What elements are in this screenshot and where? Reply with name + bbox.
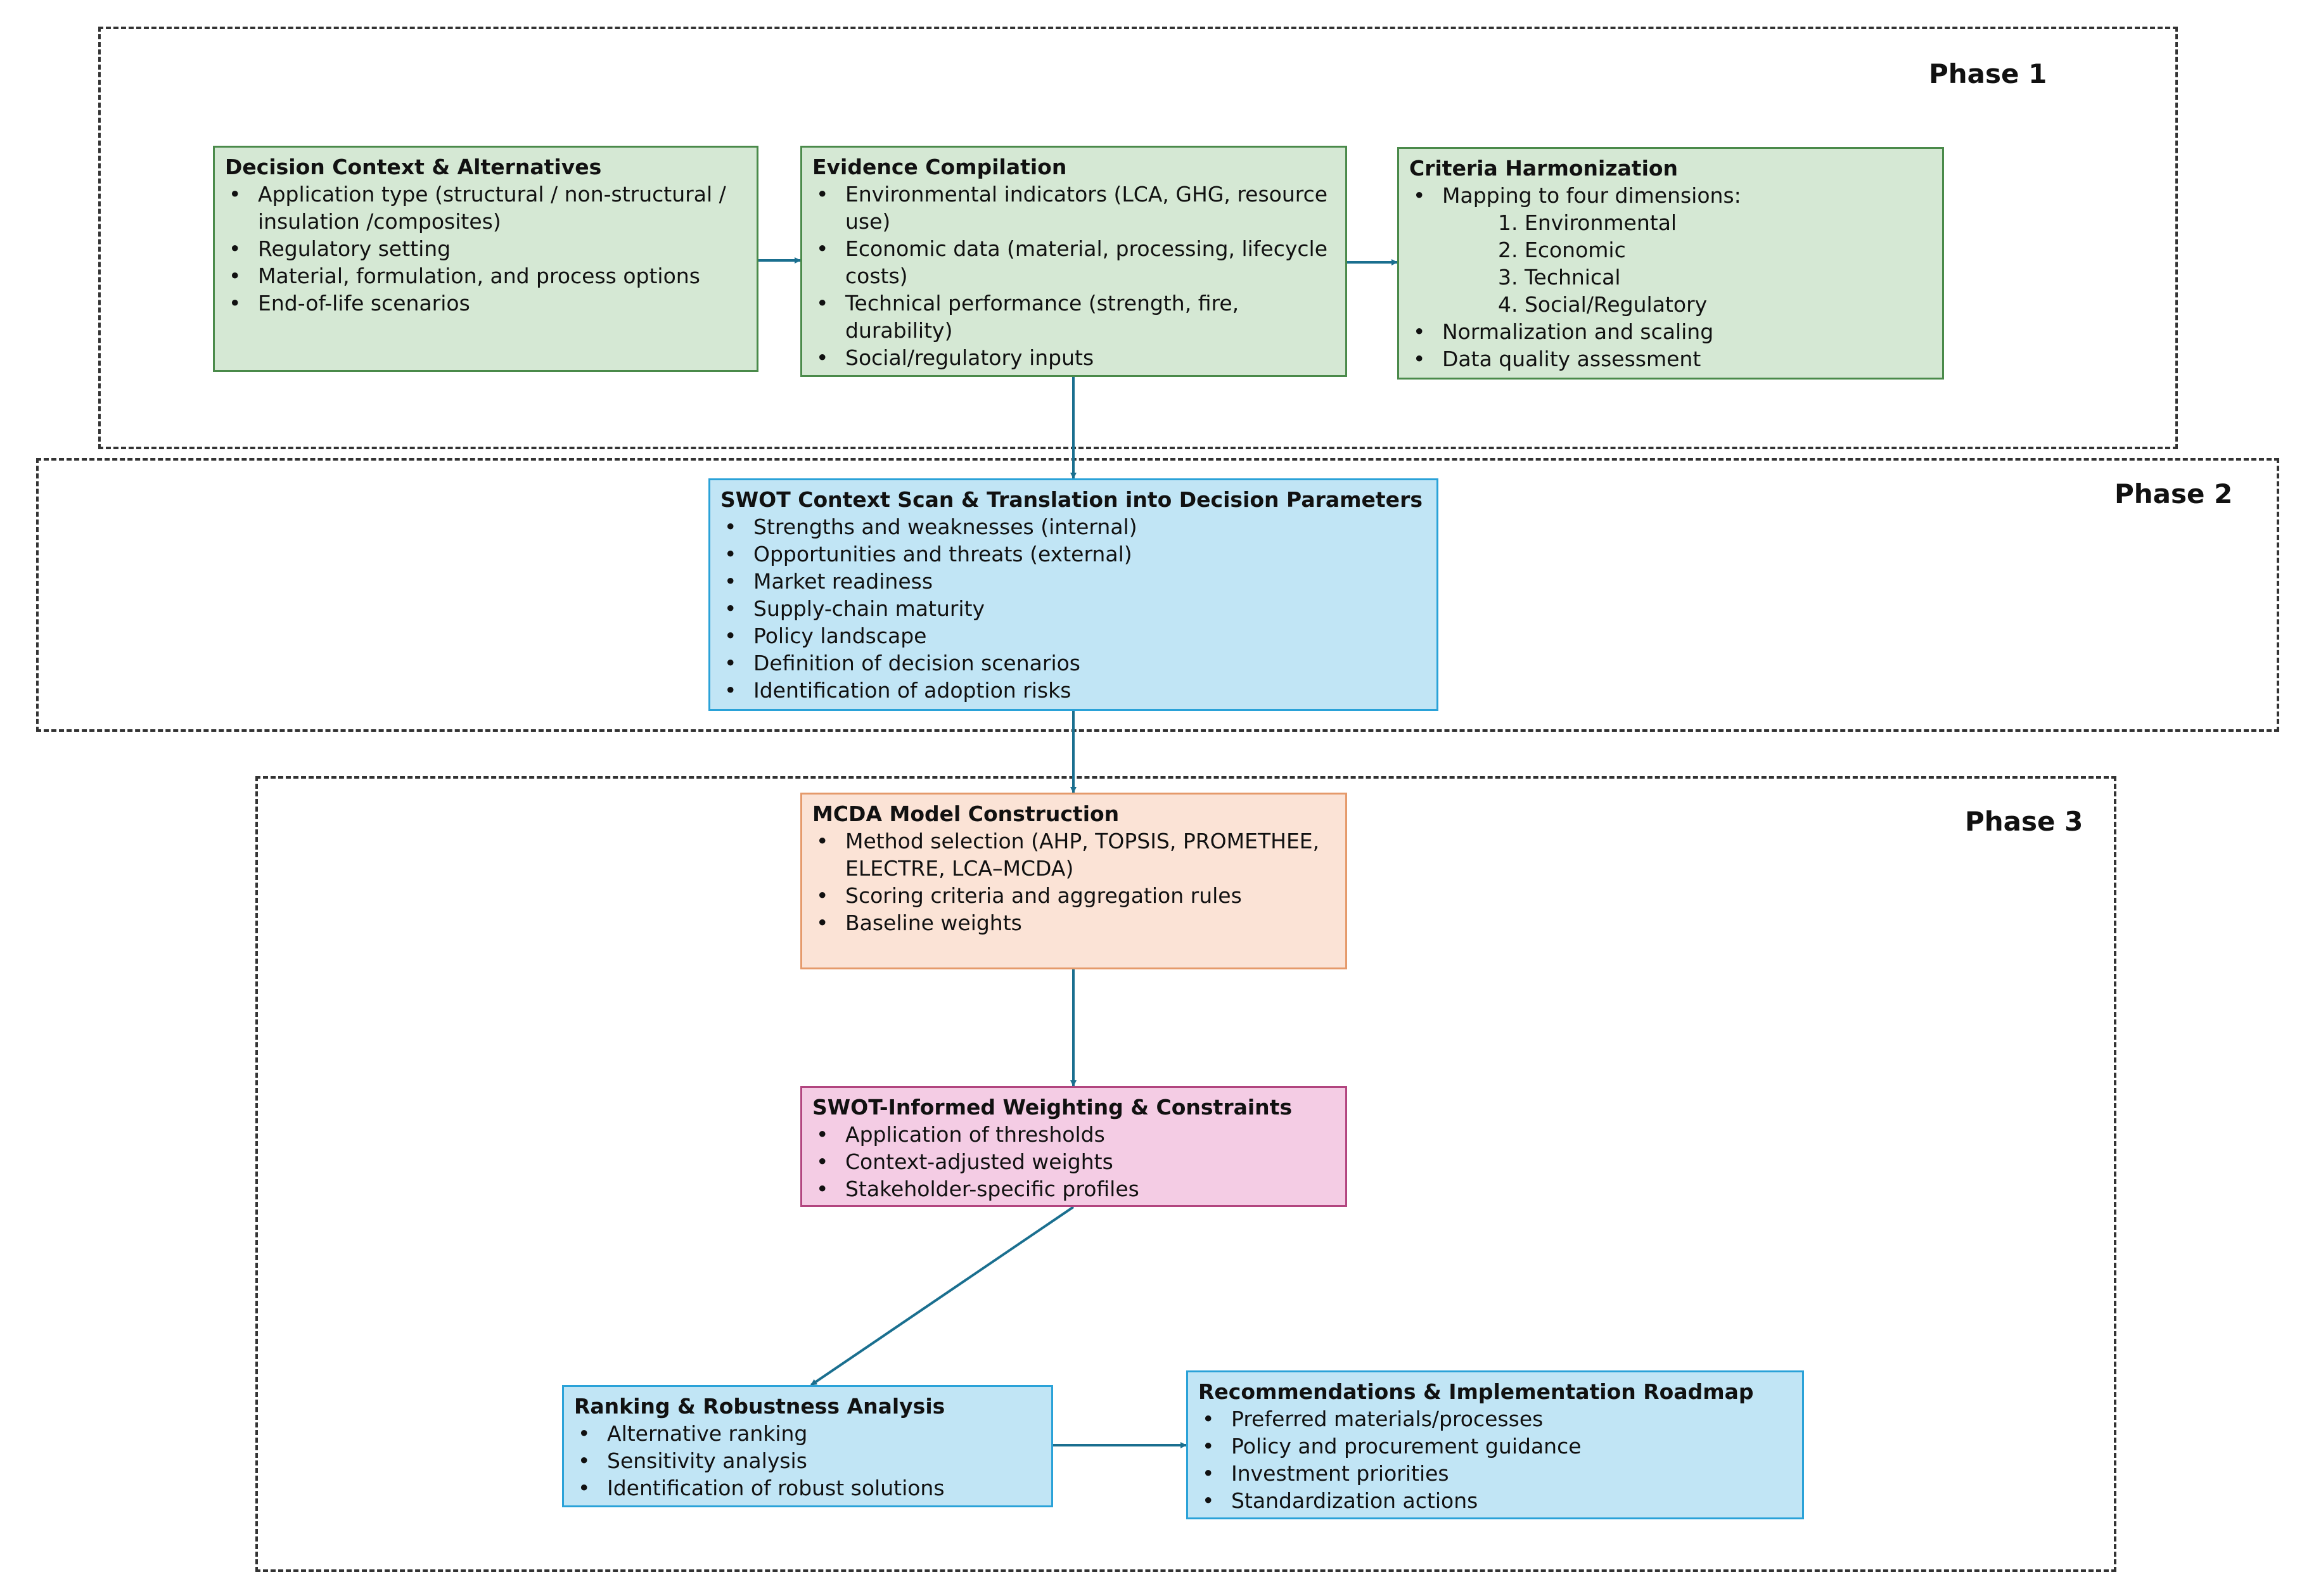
dimension-item: 1. Environmental	[1498, 210, 1677, 235]
criteria-extra-list: Normalization and scaling Data quality a…	[1409, 318, 1933, 373]
mcda-model-box: MCDA Model Construction Method selection…	[800, 793, 1347, 969]
ranking-robustness-box: Ranking & Robustness Analysis Alternativ…	[562, 1385, 1053, 1507]
list-item: Alternative ranking	[574, 1420, 1042, 1447]
swot-context-scan-title: SWOT Context Scan & Translation into Dec…	[720, 487, 1423, 512]
recommendations-box: Recommendations & Implementation Roadmap…	[1186, 1370, 1804, 1519]
list-item: Data quality assessment	[1409, 345, 1933, 373]
list-item: Social/regulatory inputs	[812, 344, 1336, 371]
phase-2-label: Phase 2	[2114, 478, 2233, 509]
list-item: Identification of robust solutions	[574, 1474, 1042, 1502]
list-item: Definition of decision scenarios	[720, 649, 1428, 677]
criteria-harmonization-box: Criteria Harmonization Mapping to four d…	[1397, 147, 1944, 380]
list-item: Stakeholder-specific profiles	[812, 1175, 1336, 1203]
dimension-item: 4. Social/Regulatory	[1498, 292, 1708, 317]
mcda-model-list: Method selection (AHP, TOPSIS, PROMETHEE…	[812, 827, 1336, 936]
list-item: Identification of adoption risks	[720, 677, 1428, 704]
list-item: Economic data (material, processing, lif…	[812, 235, 1336, 290]
list-item: Environmental indicators (LCA, GHG, reso…	[812, 181, 1336, 235]
list-item: Scoring criteria and aggregation rules	[812, 882, 1336, 909]
list-item: Normalization and scaling	[1409, 318, 1933, 345]
list-item: Technical performance (strength, fire, d…	[812, 290, 1336, 344]
recommendations-title: Recommendations & Implementation Roadmap	[1198, 1379, 1754, 1404]
phase-3-label: Phase 3	[1965, 806, 2083, 837]
swot-context-scan-box: SWOT Context Scan & Translation into Dec…	[708, 478, 1438, 711]
list-item: Material, formulation, and process optio…	[225, 262, 748, 290]
swot-weighting-title: SWOT-Informed Weighting & Constraints	[812, 1095, 1293, 1120]
dimension-item: 3. Technical	[1498, 265, 1621, 290]
evidence-compilation-list: Environmental indicators (LCA, GHG, reso…	[812, 181, 1336, 371]
swot-context-scan-list: Strengths and weaknesses (internal) Oppo…	[720, 513, 1428, 704]
list-item: Supply-chain maturity	[720, 595, 1428, 622]
evidence-compilation-title: Evidence Compilation	[812, 155, 1067, 179]
list-item: Standardization actions	[1198, 1487, 1793, 1514]
decision-context-list: Application type (structural / non-struc…	[225, 181, 748, 317]
criteria-mapping-list: Mapping to four dimensions:	[1409, 182, 1933, 209]
phase-1-container	[98, 27, 2178, 449]
evidence-compilation-box: Evidence Compilation Environmental indic…	[800, 146, 1347, 377]
list-item: Preferred materials/processes	[1198, 1405, 1793, 1433]
recommendations-list: Preferred materials/processes Policy and…	[1198, 1405, 1793, 1514]
swot-weighting-box: SWOT-Informed Weighting & Constraints Ap…	[800, 1086, 1347, 1207]
ranking-robustness-list: Alternative ranking Sensitivity analysis…	[574, 1420, 1042, 1502]
swot-weighting-list: Application of thresholds Context-adjust…	[812, 1121, 1336, 1203]
list-item: Application of thresholds	[812, 1121, 1336, 1148]
list-item: Policy and procurement guidance	[1198, 1433, 1793, 1460]
phase-1-label: Phase 1	[1929, 58, 2047, 89]
list-item: Application type (structural / non-struc…	[225, 181, 748, 235]
phase-3-container	[255, 776, 2116, 1572]
dimension-item: 2. Economic	[1498, 238, 1626, 262]
list-item: Mapping to four dimensions:	[1409, 182, 1933, 209]
criteria-dimensions-list: 1. Environmental 2. Economic 3. Technica…	[1409, 209, 1933, 318]
phase-2-container	[36, 458, 2279, 732]
list-item: Baseline weights	[812, 909, 1336, 936]
list-item: End-of-life scenarios	[225, 290, 748, 317]
list-item: Policy landscape	[720, 622, 1428, 649]
criteria-harmonization-title: Criteria Harmonization	[1409, 156, 1679, 181]
list-item: Context-adjusted weights	[812, 1148, 1336, 1175]
list-item: Market readiness	[720, 568, 1428, 595]
mcda-model-title: MCDA Model Construction	[812, 801, 1120, 826]
list-item: Strengths and weaknesses (internal)	[720, 513, 1428, 540]
ranking-robustness-title: Ranking & Robustness Analysis	[574, 1394, 945, 1419]
list-item: Method selection (AHP, TOPSIS, PROMETHEE…	[812, 827, 1336, 882]
list-item: Regulatory setting	[225, 235, 748, 262]
decision-context-box: Decision Context & Alternatives Applicat…	[213, 146, 758, 372]
list-item: Investment priorities	[1198, 1460, 1793, 1487]
list-item: Opportunities and threats (external)	[720, 540, 1428, 568]
list-item: Sensitivity analysis	[574, 1447, 1042, 1474]
decision-context-title: Decision Context & Alternatives	[225, 155, 602, 179]
